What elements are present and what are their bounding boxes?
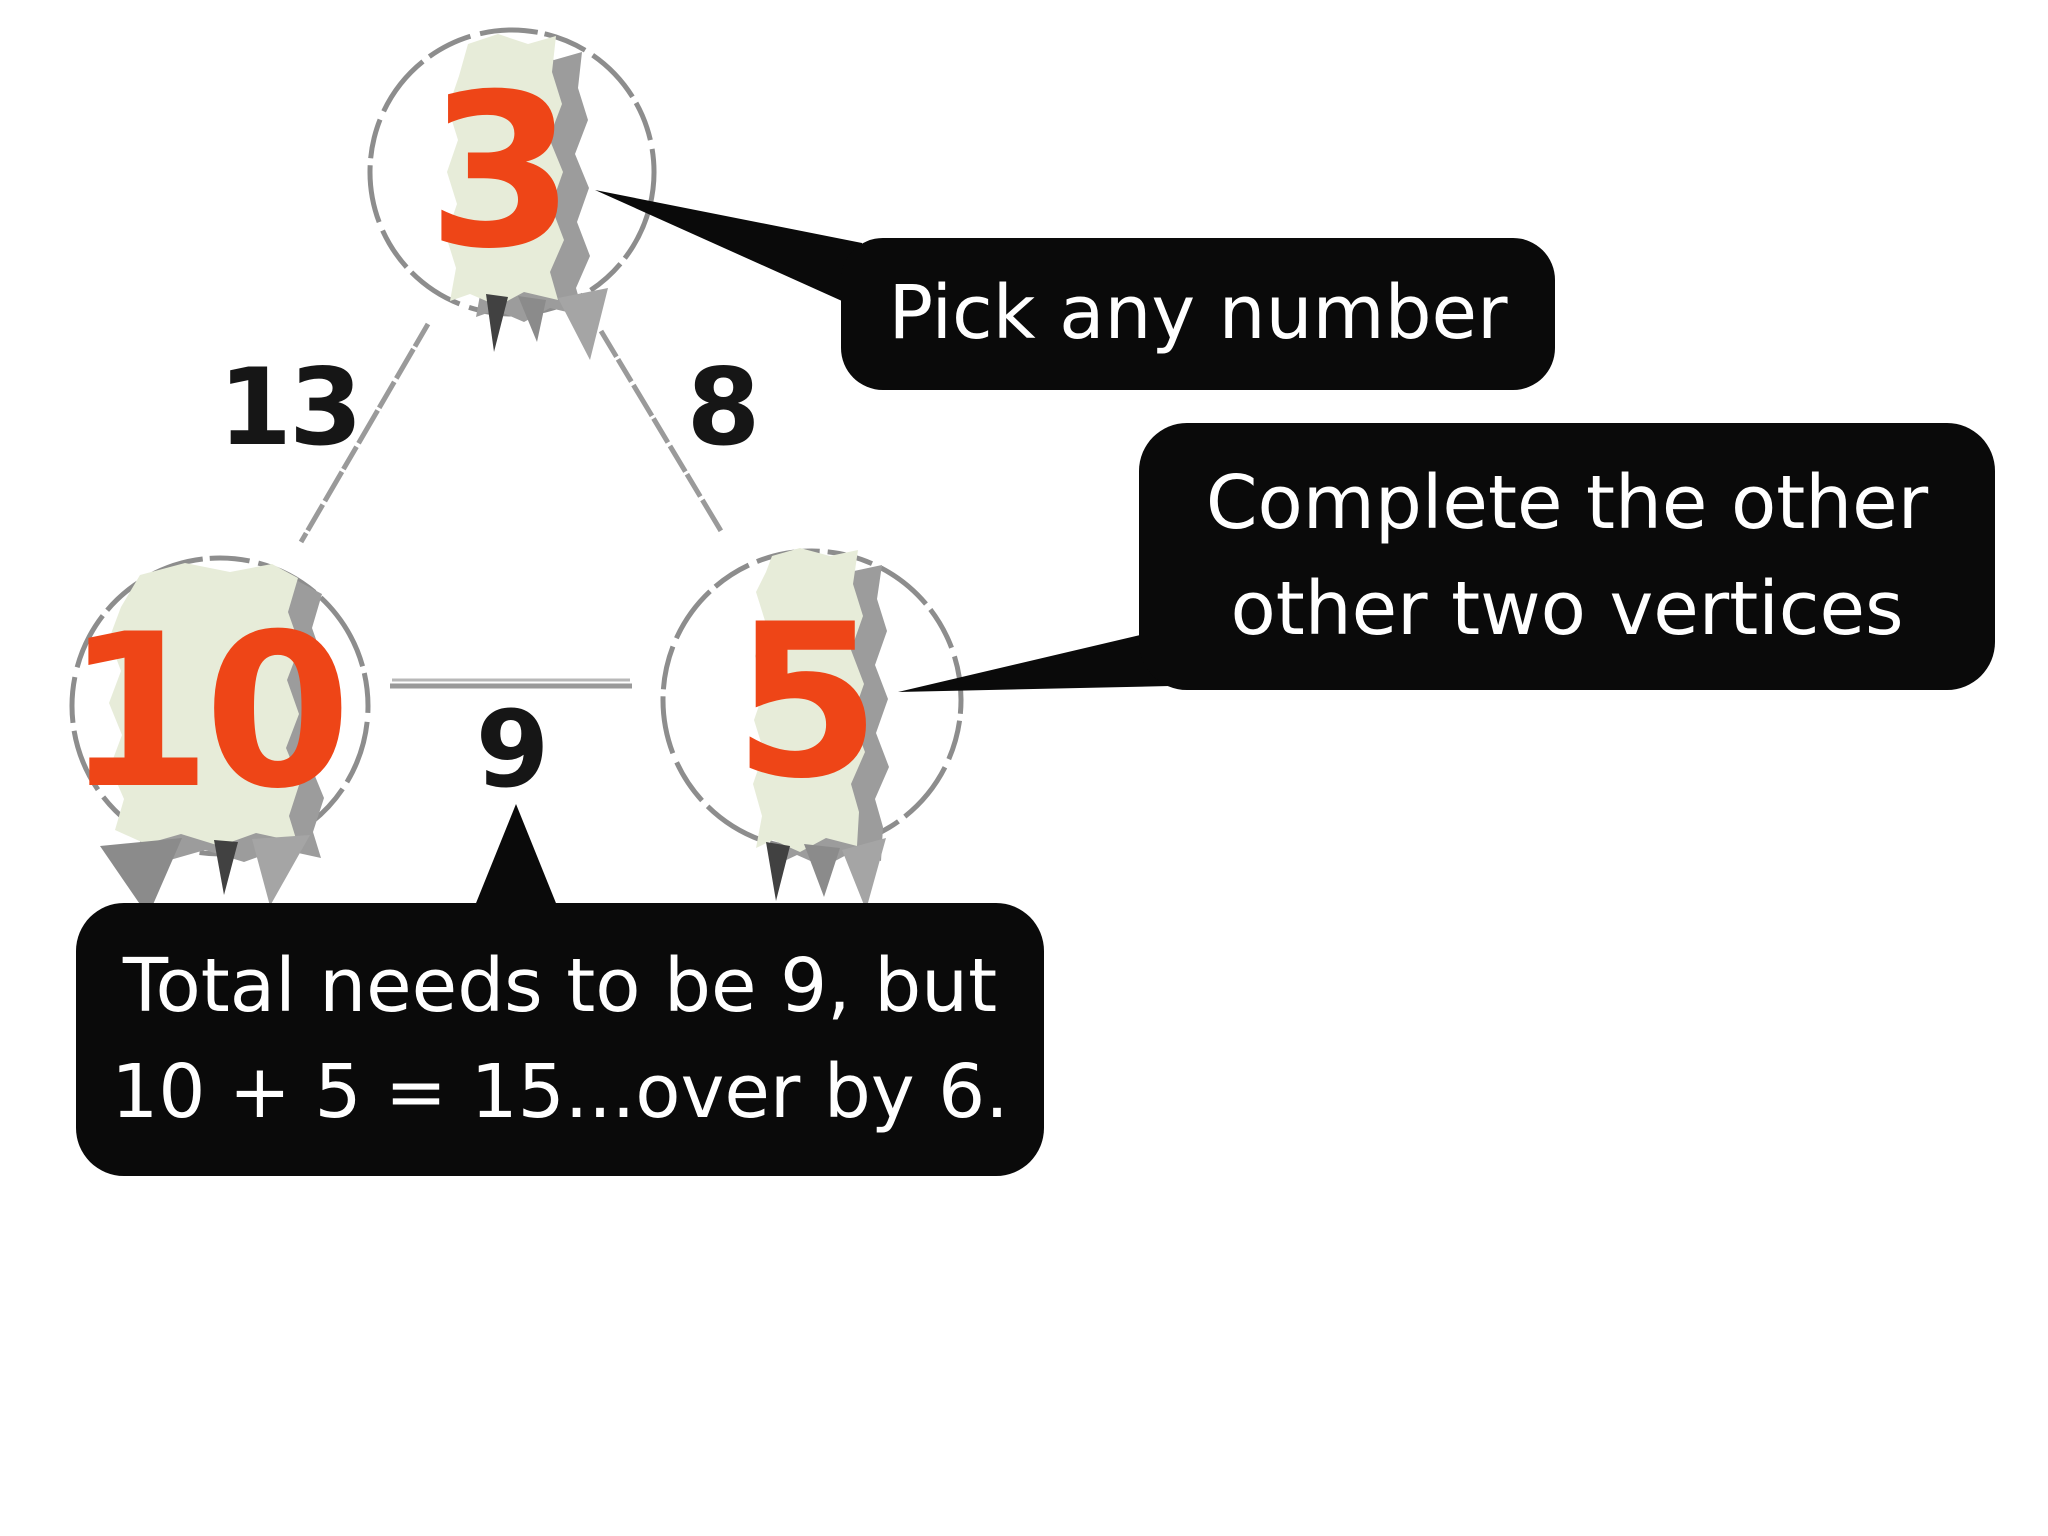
callout-tail-pick <box>595 190 862 310</box>
callout-total-explanation: Total needs to be 9, but 10 + 5 = 15...o… <box>76 903 1044 1176</box>
vertex-circle-left <box>69 555 371 857</box>
callout-tail-complete <box>898 628 1170 692</box>
edge-label-bottom: 9 <box>475 688 550 811</box>
paper-tears <box>100 288 886 916</box>
paper-strip-left <box>109 563 300 846</box>
edge-label-left: 13 <box>218 346 363 469</box>
callout-text: Pick any number <box>888 270 1508 357</box>
callout-complete-vertices: Complete the other other two vertices <box>1139 423 1995 690</box>
edge-line-top-right <box>598 329 724 533</box>
paper-strips <box>109 34 865 852</box>
edge-label-right: 8 <box>686 346 761 469</box>
callout-tail-total <box>470 804 562 918</box>
callout-tails <box>470 190 1170 918</box>
callout-text: 10 + 5 = 15...over by 6. <box>111 1048 1009 1135</box>
vertex-value-left: 10 <box>64 588 351 835</box>
vertex-value-top: 3 <box>427 48 574 295</box>
edge-line-top-left <box>298 322 431 544</box>
paper-strip-top <box>446 34 564 306</box>
paper-strip-right <box>753 548 865 852</box>
callout-text: Total needs to be 9, but <box>122 943 998 1030</box>
callout-text: Complete the other <box>1205 460 1929 547</box>
callout-text: other two vertices <box>1230 565 1904 652</box>
vertex-value-right: 5 <box>733 578 880 825</box>
callout-pick-any-number: Pick any number <box>841 238 1555 390</box>
